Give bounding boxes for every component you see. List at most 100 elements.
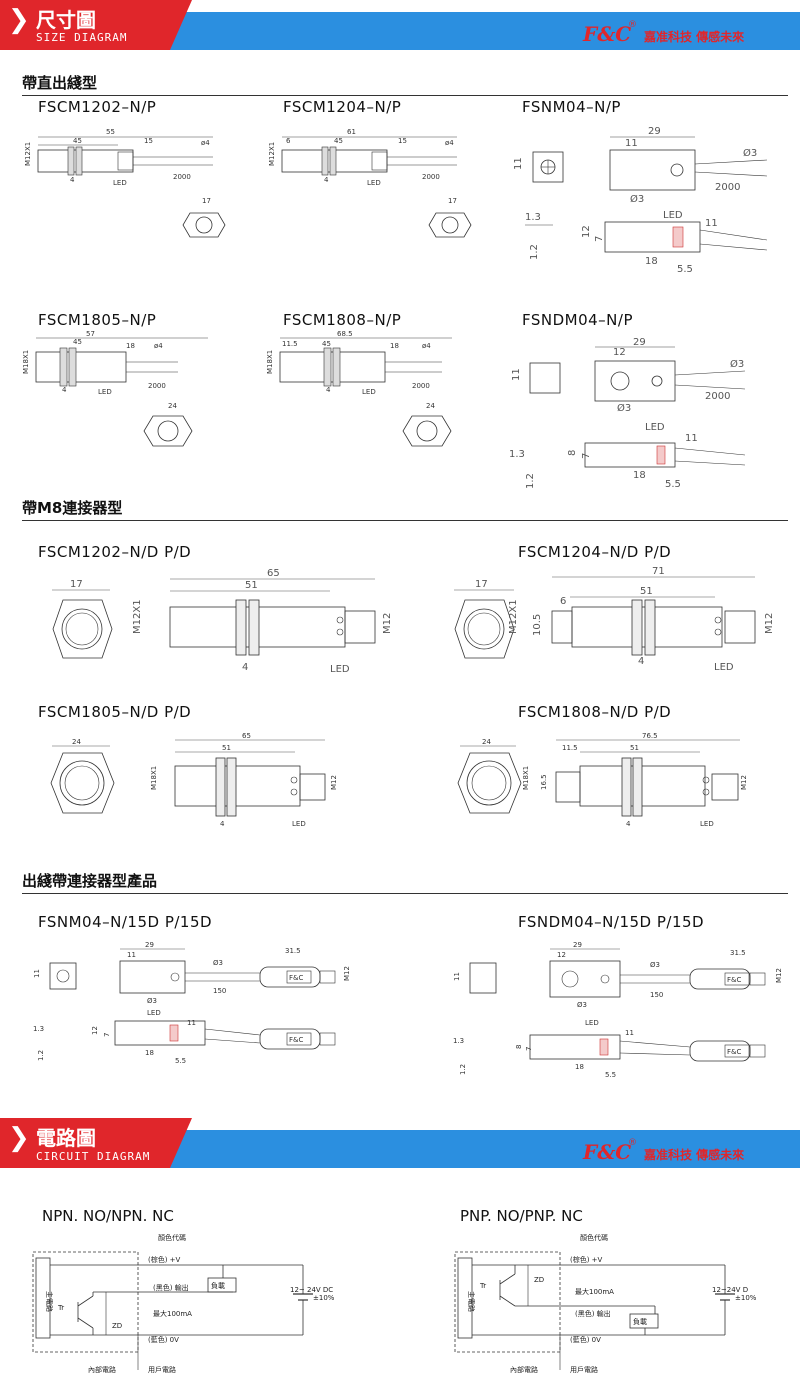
svg-text:12: 12 (557, 951, 566, 959)
svg-text:主電路: 主電路 (467, 1291, 476, 1312)
svg-text:LED: LED (585, 1019, 599, 1027)
svg-text:6: 6 (560, 596, 566, 607)
svg-text:顏色代碼: 顏色代碼 (158, 1233, 186, 1242)
model-label: FSCM1805–N/D P/D (38, 703, 192, 721)
registered-mark: ® (628, 1138, 637, 1148)
svg-text:M12: M12 (382, 613, 393, 634)
svg-text:M12: M12 (343, 966, 351, 981)
section-header-en: SIZE DIAGRAM (36, 31, 128, 44)
brand-slogan: 嘉准科技 傳感未來 (644, 30, 745, 44)
svg-text:2000: 2000 (412, 382, 430, 390)
svg-text:31.5: 31.5 (730, 949, 746, 957)
svg-text:LED: LED (367, 179, 381, 187)
svg-text:7: 7 (581, 453, 592, 459)
svg-text:29: 29 (648, 126, 661, 137)
svg-text:11: 11 (705, 218, 718, 229)
svg-text:最大100mA: 最大100mA (575, 1287, 614, 1296)
dimension-drawing-fsnm04-15d: 29 11 11 Ø3 150 31.5 F&C M12 Ø3 LED 11 1… (33, 941, 351, 1065)
svg-text:8: 8 (567, 450, 578, 456)
svg-text:M12: M12 (775, 968, 783, 983)
svg-text:Ø3: Ø3 (577, 1001, 587, 1009)
dimension-drawing-fscm1202: 55 45 15 ø4 M12X1 4 LED 2000 17 (24, 128, 226, 238)
svg-text:17: 17 (448, 197, 457, 205)
svg-text:(棕色) +V: (棕色) +V (570, 1255, 603, 1264)
svg-text:±10%: ±10% (313, 1294, 335, 1302)
svg-text:(藍色) 0V: (藍色) 0V (570, 1335, 601, 1344)
svg-text:Tr: Tr (57, 1304, 64, 1312)
chevron-right-icon: ❯ (8, 1123, 30, 1153)
brand-logo: F&C (583, 1140, 632, 1164)
dimension-drawing-fscm1808: 68.5 11.5 45 18 ø4 M18X1 4 LED 2000 24 (266, 330, 452, 447)
svg-text:11: 11 (625, 1029, 634, 1037)
svg-text:45: 45 (73, 137, 82, 145)
svg-text:Tr: Tr (479, 1282, 486, 1290)
svg-text:LED: LED (292, 820, 306, 828)
chevron-right-icon: ❯ (8, 5, 30, 35)
svg-text:4: 4 (70, 176, 75, 184)
svg-text:17: 17 (202, 197, 211, 205)
svg-text:1.3: 1.3 (509, 449, 525, 460)
svg-text:5.5: 5.5 (175, 1057, 186, 1065)
model-label: FSCM1805–N/P (38, 311, 157, 329)
svg-text:15: 15 (398, 137, 407, 145)
svg-text:150: 150 (213, 987, 226, 995)
svg-text:(黑色) 輸出: (黑色) 輸出 (575, 1309, 611, 1318)
svg-text:18: 18 (390, 342, 399, 350)
model-label: FSNM04–N/P (522, 98, 621, 116)
svg-text:2000: 2000 (705, 391, 730, 402)
svg-text:Ø3: Ø3 (650, 961, 660, 969)
svg-text:65: 65 (267, 568, 280, 579)
svg-text:±10%: ±10% (735, 1294, 757, 1302)
header-red-bar (0, 1118, 170, 1168)
svg-text:M18X1: M18X1 (522, 766, 530, 790)
svg-text:(棕色) +V: (棕色) +V (148, 1255, 181, 1264)
svg-text:ZD: ZD (112, 1322, 122, 1330)
svg-text:用戶電路: 用戶電路 (570, 1365, 598, 1374)
svg-text:12~ 24V DC: 12~ 24V DC (290, 1286, 333, 1294)
svg-text:內部電路: 內部電路 (510, 1365, 538, 1374)
svg-text:顏色代碼: 顏色代碼 (580, 1233, 608, 1242)
svg-text:2000: 2000 (422, 173, 440, 181)
svg-text:ø4: ø4 (445, 139, 454, 147)
svg-text:F&C: F&C (727, 976, 741, 984)
dimension-drawing-fscm1204: 61 45 6 15 ø4 M12X1 4 LED 2000 17 (268, 128, 472, 238)
svg-text:Ø3: Ø3 (147, 997, 157, 1005)
svg-text:51: 51 (640, 586, 653, 597)
svg-text:11: 11 (513, 157, 524, 170)
svg-text:M12X1: M12X1 (132, 599, 143, 634)
svg-text:51: 51 (630, 744, 639, 752)
svg-text:4: 4 (220, 820, 225, 828)
section-header-zh: 尺寸圖 (36, 8, 96, 32)
svg-text:24: 24 (426, 402, 435, 410)
model-label: FSCM1202–N/D P/D (38, 543, 192, 561)
registered-mark: ® (628, 20, 637, 30)
model-label: FSCM1202–N/P (38, 98, 157, 116)
dimension-drawing-fsndm04-15d: 29 12 11 Ø3 150 31.5 F&C M12 Ø3 LED 11 1… (453, 941, 783, 1079)
svg-text:M18X1: M18X1 (266, 350, 274, 374)
svg-text:LED: LED (700, 820, 714, 828)
svg-text:LED: LED (714, 662, 734, 673)
svg-text:11.5: 11.5 (282, 340, 298, 348)
header-red-slant (150, 1118, 192, 1168)
svg-text:12: 12 (613, 347, 626, 358)
header-red-bar (0, 0, 170, 50)
svg-text:51: 51 (245, 580, 258, 591)
svg-text:18: 18 (575, 1063, 584, 1071)
svg-text:LED: LED (362, 388, 376, 396)
svg-text:內部電路: 內部電路 (88, 1365, 116, 1374)
svg-text:LED: LED (645, 422, 665, 433)
svg-text:11: 11 (453, 972, 461, 981)
svg-text:12: 12 (581, 225, 592, 238)
svg-text:LED: LED (113, 179, 127, 187)
svg-text:2000: 2000 (715, 182, 740, 193)
svg-text:29: 29 (633, 337, 646, 348)
svg-text:用戶電路: 用戶電路 (148, 1365, 176, 1374)
svg-text:18: 18 (126, 342, 135, 350)
section-divider (22, 893, 788, 894)
svg-text:4: 4 (626, 820, 631, 828)
svg-text:17: 17 (475, 579, 488, 590)
svg-text:18: 18 (633, 470, 646, 481)
svg-text:8: 8 (515, 1045, 523, 1049)
svg-text:M12: M12 (764, 613, 775, 634)
section-title: 帶直出綫型 (22, 74, 98, 92)
